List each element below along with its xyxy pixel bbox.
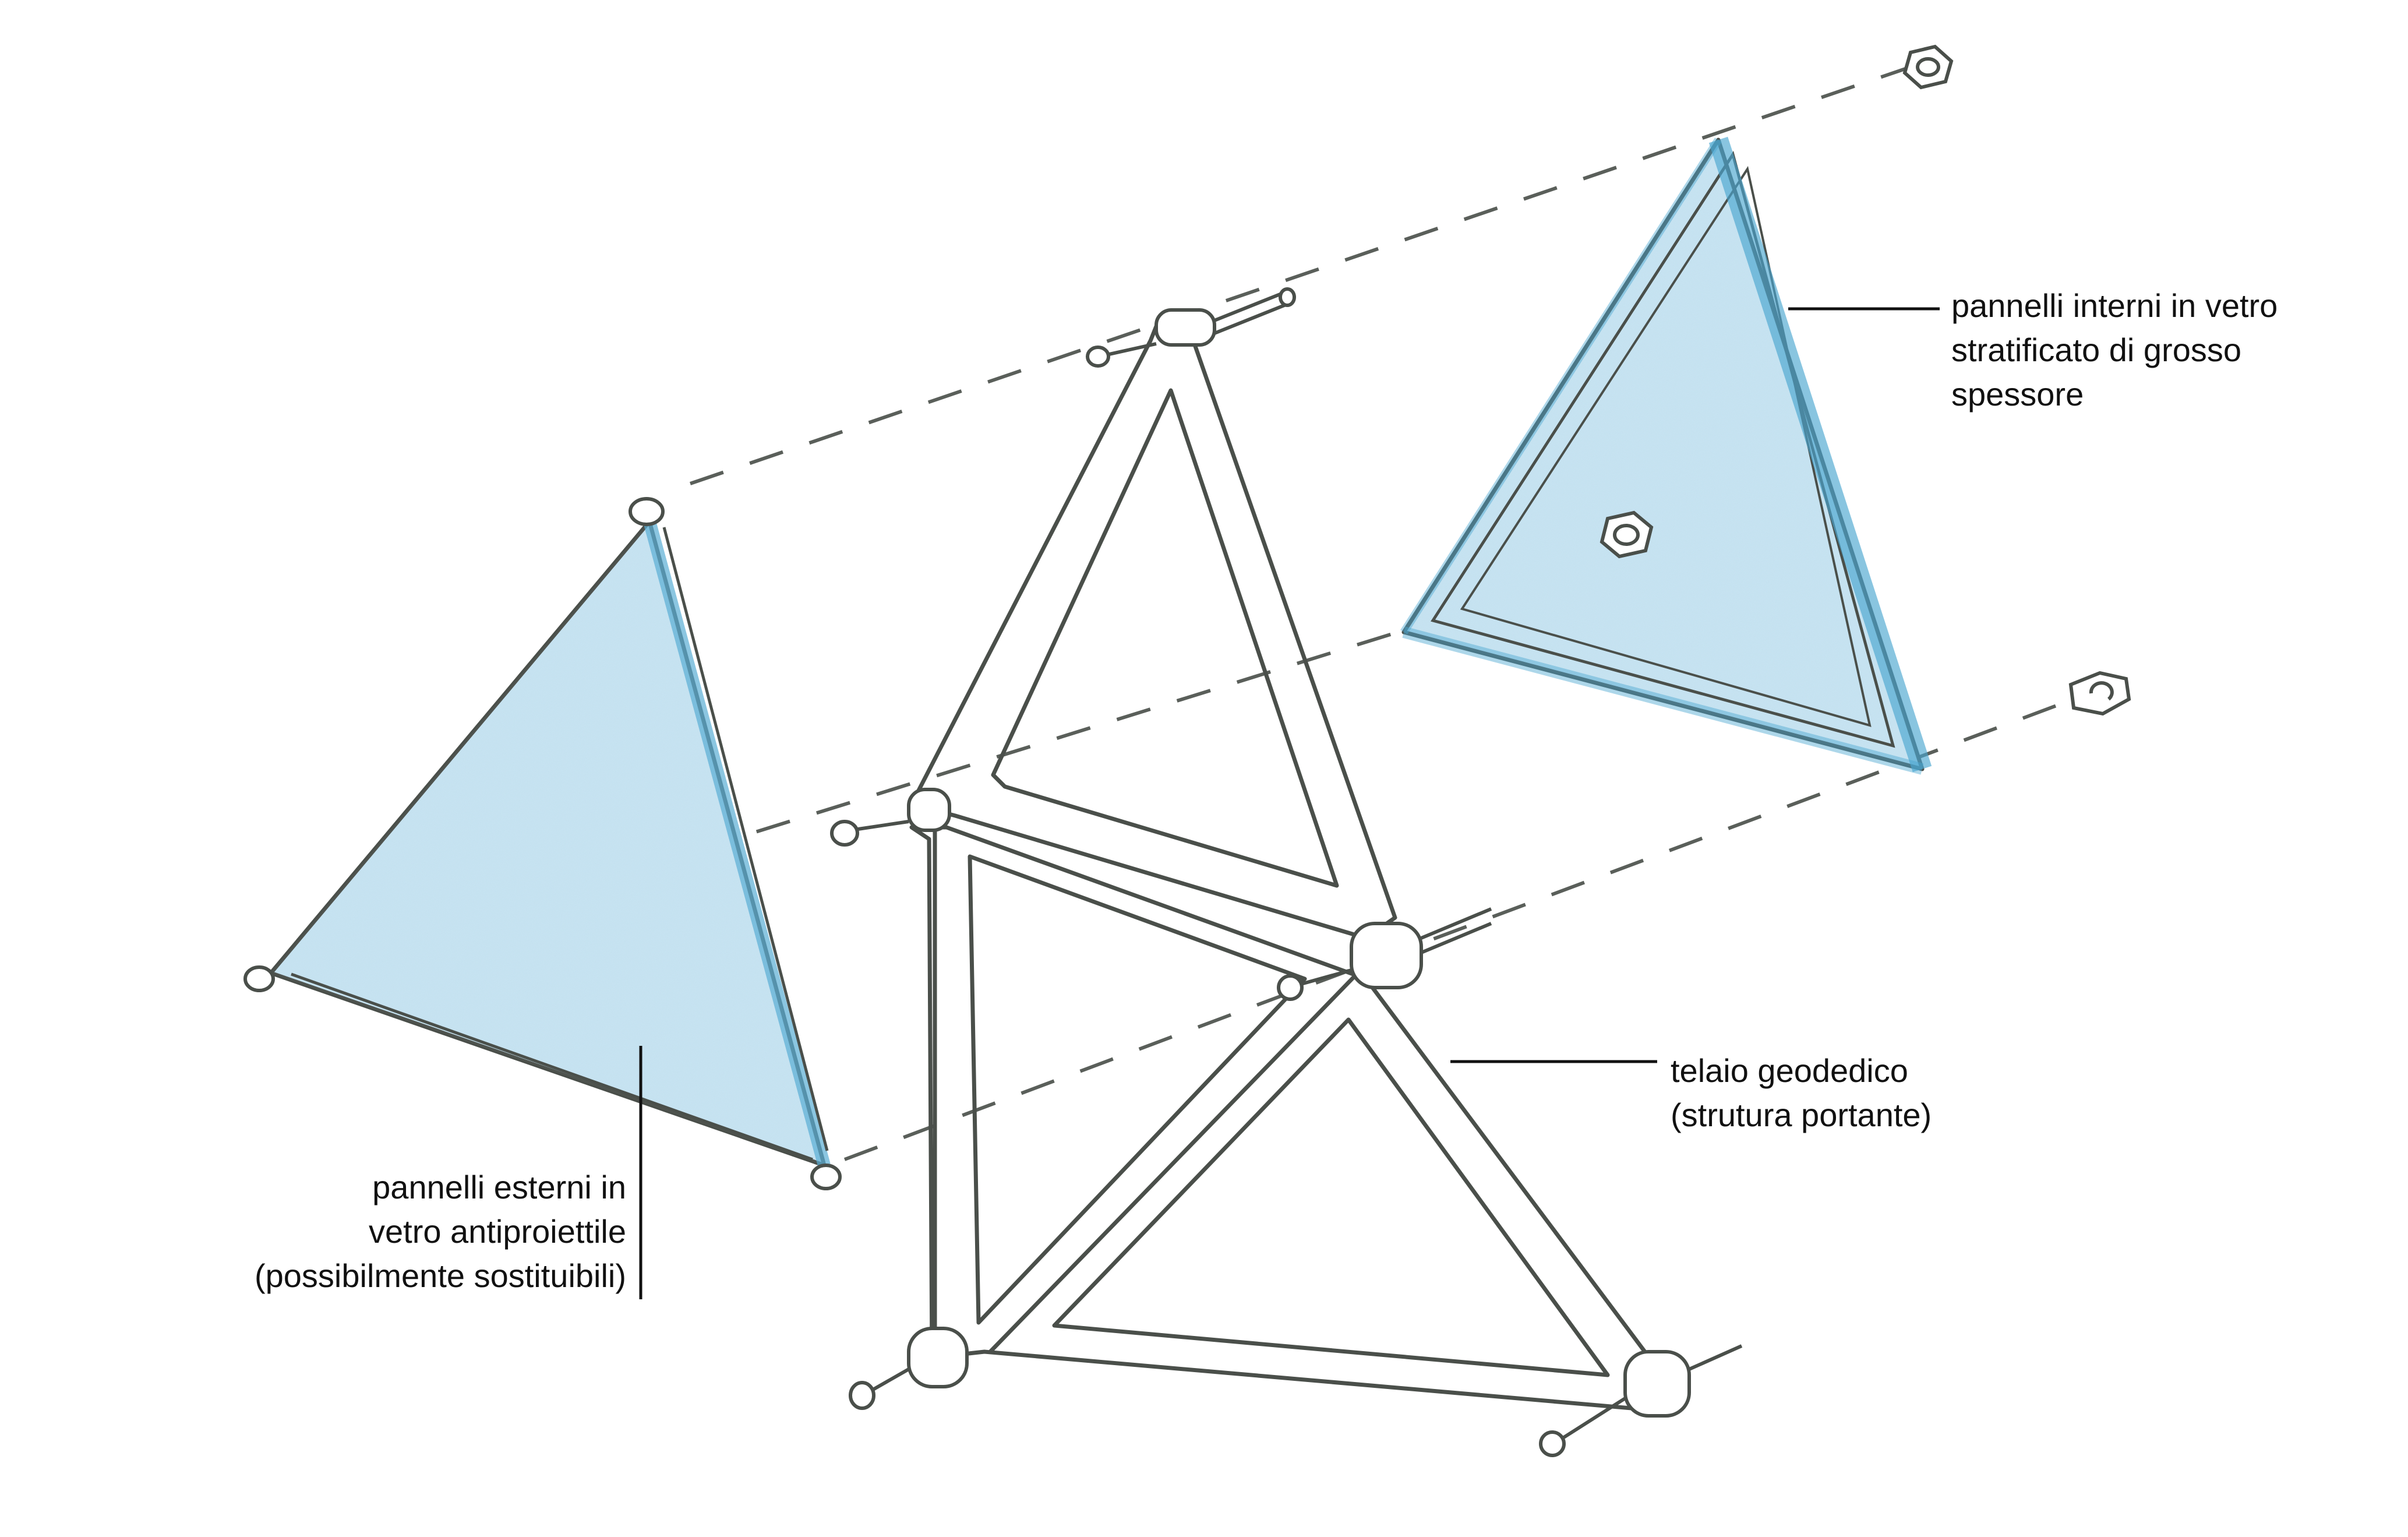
- node-right: [1277, 907, 1492, 1001]
- outer-glass-panel: [243, 497, 842, 1190]
- inner-glass-panel: [1400, 136, 1932, 775]
- outer-panels-label: pannelli esterni in vetro antiproiettile…: [175, 1165, 626, 1298]
- inner-panels-label-line-3: spessore: [1951, 376, 2084, 413]
- outer-panels-label-line-2: vetro antiproiettile: [368, 1213, 626, 1250]
- node-top: [1086, 287, 1296, 368]
- outer-panels-label-line-1: pannelli esterni in: [372, 1169, 626, 1205]
- inner-panels-label: pannelli interni in vetro stratificato d…: [1951, 284, 2278, 417]
- inner-panels-label-line-1: pannelli interni in vetro: [1951, 287, 2278, 324]
- fasteners: [1600, 44, 2131, 716]
- frame-nodes: [830, 287, 1743, 1457]
- inner-panels-label-line-2: stratificato di grosso: [1951, 332, 2241, 368]
- frame-label-line-2: (strutura portante): [1671, 1097, 1932, 1133]
- node-left: [830, 788, 951, 847]
- node-bottom-right: [1539, 1344, 1743, 1457]
- outer-panels-label-line-3: (possibilmente sostituibili): [254, 1257, 626, 1294]
- leader-lines: [639, 307, 1940, 1299]
- nut-bottom: [2068, 671, 2131, 716]
- alignment-line-top: [690, 65, 1911, 485]
- frame-label-line-1: telaio geodedico: [1671, 1052, 1908, 1089]
- nut-middle: [1600, 510, 1654, 559]
- nut-top: [1902, 44, 1954, 90]
- alignment-line-bottom: [843, 697, 2075, 1161]
- node-bottom-left: [849, 1327, 969, 1410]
- geodesic-frame: [909, 324, 1671, 1412]
- frame-label: telaio geodedico (strutura portante): [1671, 1049, 1932, 1137]
